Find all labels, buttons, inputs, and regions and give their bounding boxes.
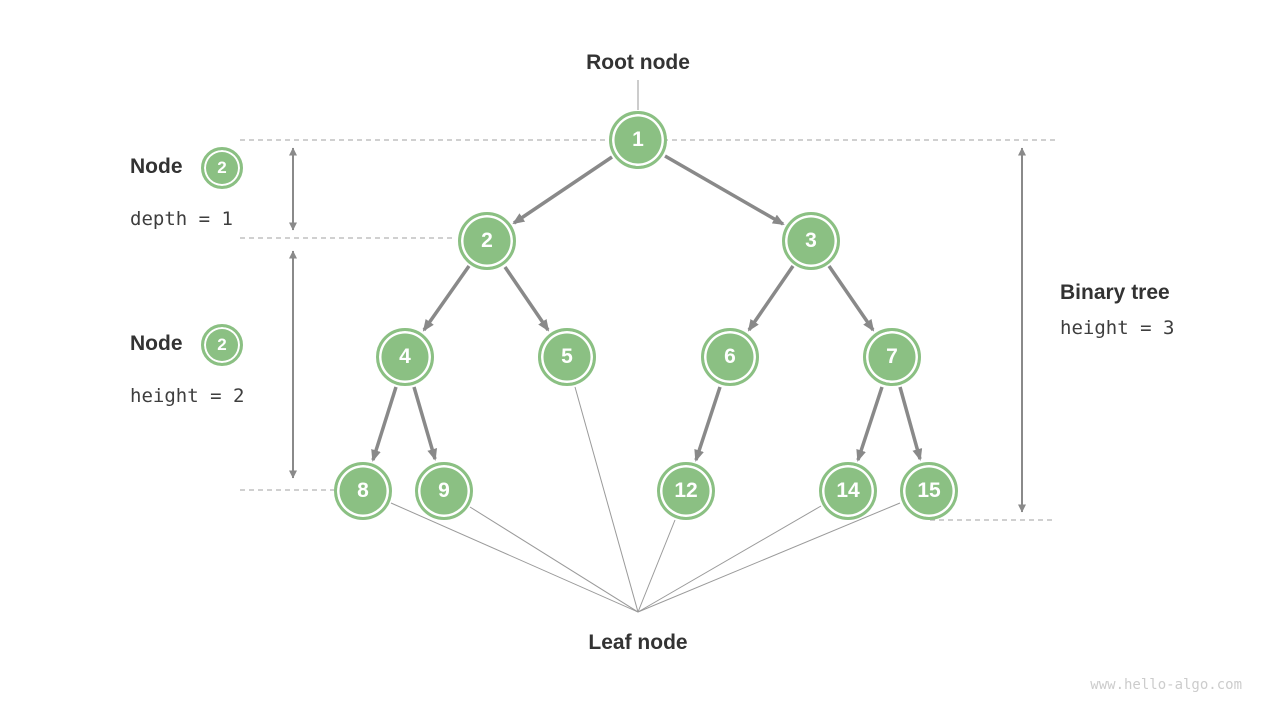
tree-node-12: 12: [657, 462, 715, 520]
depth-annotation-node-badge: 2: [201, 147, 243, 189]
depth-annotation-formula: depth = 1: [130, 208, 233, 230]
tree-node-4: 4: [376, 328, 434, 386]
leaf-pointer-lines: [390, 386, 901, 613]
tree-node-8: 8: [334, 462, 392, 520]
tree-height-annotation-formula: height = 3: [1060, 317, 1175, 339]
tree-node-9: 9: [415, 462, 473, 520]
tree-node-1: 1: [609, 111, 667, 169]
tree-node-15: 15: [900, 462, 958, 520]
tree-node-2: 2: [458, 212, 516, 270]
leaf-node-label: Leaf node: [588, 631, 688, 654]
tree-node-14: 14: [819, 462, 877, 520]
watermark: www.hello-algo.com: [1090, 677, 1242, 693]
measure-arrows: [289, 147, 1026, 513]
root-node-label: Root node: [586, 51, 690, 74]
tree-node-3: 3: [782, 212, 840, 270]
height-annotation-node-badge: 2: [201, 324, 243, 366]
depth-annotation-title: Node: [130, 155, 183, 178]
tree-edges: [371, 154, 923, 462]
tree-height-annotation-title: Binary tree: [1060, 281, 1170, 304]
tree-node-5: 5: [538, 328, 596, 386]
height-annotation-formula: height = 2: [130, 385, 245, 407]
tree-node-7: 7: [863, 328, 921, 386]
height-annotation-title: Node: [130, 332, 183, 355]
tree-node-6: 6: [701, 328, 759, 386]
